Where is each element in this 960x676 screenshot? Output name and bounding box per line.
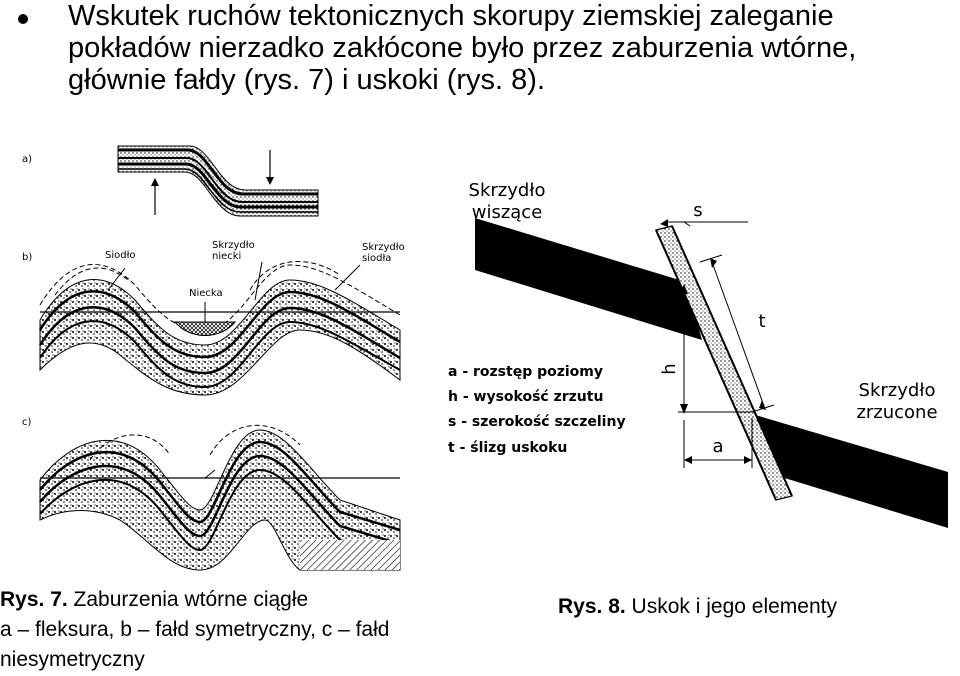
fig7-caption-line3: niesymetryczny — [0, 648, 145, 671]
skrzydlo-niecki-label: Skrzydło niecki — [212, 240, 255, 262]
dim-t-label: t — [758, 311, 766, 332]
fig7-caption-title: Zaburzenia wtórne ciągłe — [67, 588, 309, 611]
legend-item: s - szerokość szczeliny — [448, 414, 626, 430]
bullet-dot-icon — [18, 14, 28, 24]
bullet-text: Wskutek ruchów tektonicznych skorupy zie… — [68, 0, 857, 96]
fig8-caption-number: Rys. 8. — [558, 595, 626, 618]
dim-a-label: a — [712, 436, 724, 457]
skrzydlo-zrzucone-label: Skrzydło zrzucone — [856, 380, 938, 423]
legend-item: h - wysokość zrzutu — [448, 389, 604, 405]
symmetric-fold-diagram — [38, 261, 401, 396]
asymmetric-fold-diagram — [39, 424, 401, 571]
siodlo-label: Siodło — [105, 250, 136, 261]
panel-a-label: a) — [22, 154, 33, 165]
dim-s-label: s — [693, 200, 703, 221]
dim-h-label: h — [659, 363, 680, 375]
legend-item: a - rozstęp poziomy — [448, 364, 604, 380]
fault-diagram — [475, 218, 948, 528]
skrzydlo-siodla-label: Skrzydło siodła — [362, 242, 405, 264]
fig8-caption-title: Uskok i jego elementy — [625, 595, 837, 618]
fig8-caption: Rys. 8. Uskok i jego elementy — [558, 594, 958, 619]
fig7-caption: Rys. 7. Zaburzenia wtórne ciągłe — [0, 587, 460, 612]
legend-item: t - ślizg uskoku — [448, 440, 568, 456]
panel-b-label: b) — [22, 252, 33, 263]
fig7-caption-line2: a – fleksura, b – fałd symetryczny, c – … — [0, 618, 390, 641]
panel-c-label: c) — [22, 417, 32, 428]
skrzydlo-wiszace-label: Skrzydło wiszące — [468, 180, 546, 223]
niecka-label: Niecka — [189, 288, 223, 299]
flexure-diagram — [117, 145, 319, 217]
fig7-caption-number: Rys. 7. — [0, 588, 68, 611]
